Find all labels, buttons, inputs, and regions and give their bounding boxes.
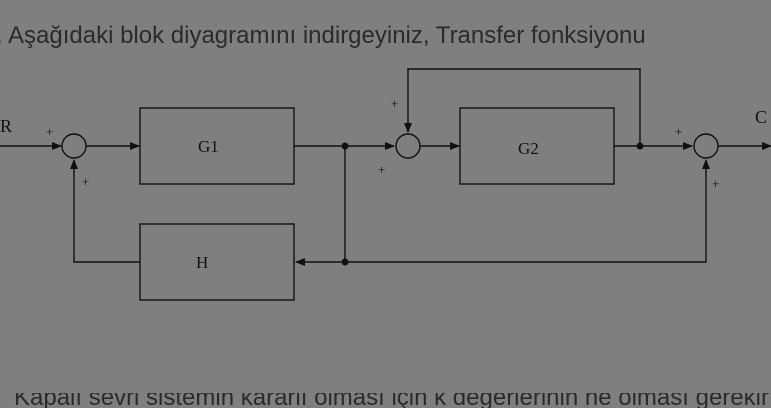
sum3-top-sign: + (675, 124, 682, 139)
junction-dot-1 (341, 142, 349, 150)
sum2-top-sign: + (391, 96, 398, 111)
feedforward-to-sum3-path (345, 159, 710, 263)
sum1-bottom-sign: + (82, 174, 89, 189)
summing-junction-2 (395, 133, 421, 159)
sum1-top-sign: + (46, 124, 53, 139)
sum2-bottom-sign: + (378, 162, 385, 177)
sum3-bottom-sign: + (712, 176, 719, 191)
h-feedback-path (70, 159, 140, 263)
block-h-label: H (196, 253, 208, 272)
g2-feedback-path (404, 68, 641, 146)
input-label: R (0, 116, 12, 136)
summing-junction-1 (61, 133, 87, 159)
footer-clipped-text-container: Kapalı sevri sistemin kararlı olması içi… (0, 393, 771, 408)
summing-junction-3 (693, 133, 719, 159)
junction-dot-2 (636, 142, 644, 150)
output-label: C (755, 107, 767, 127)
question-text: . Aşağıdaki blok diyagramını indirgeyini… (0, 22, 646, 49)
block-g1-label: G1 (198, 137, 219, 156)
junction-dot-3 (341, 258, 349, 266)
footer-text: Kapalı sevri sistemin kararlı olması içi… (14, 393, 769, 408)
block-g2-label: G2 (518, 139, 539, 158)
block-h (139, 223, 295, 301)
